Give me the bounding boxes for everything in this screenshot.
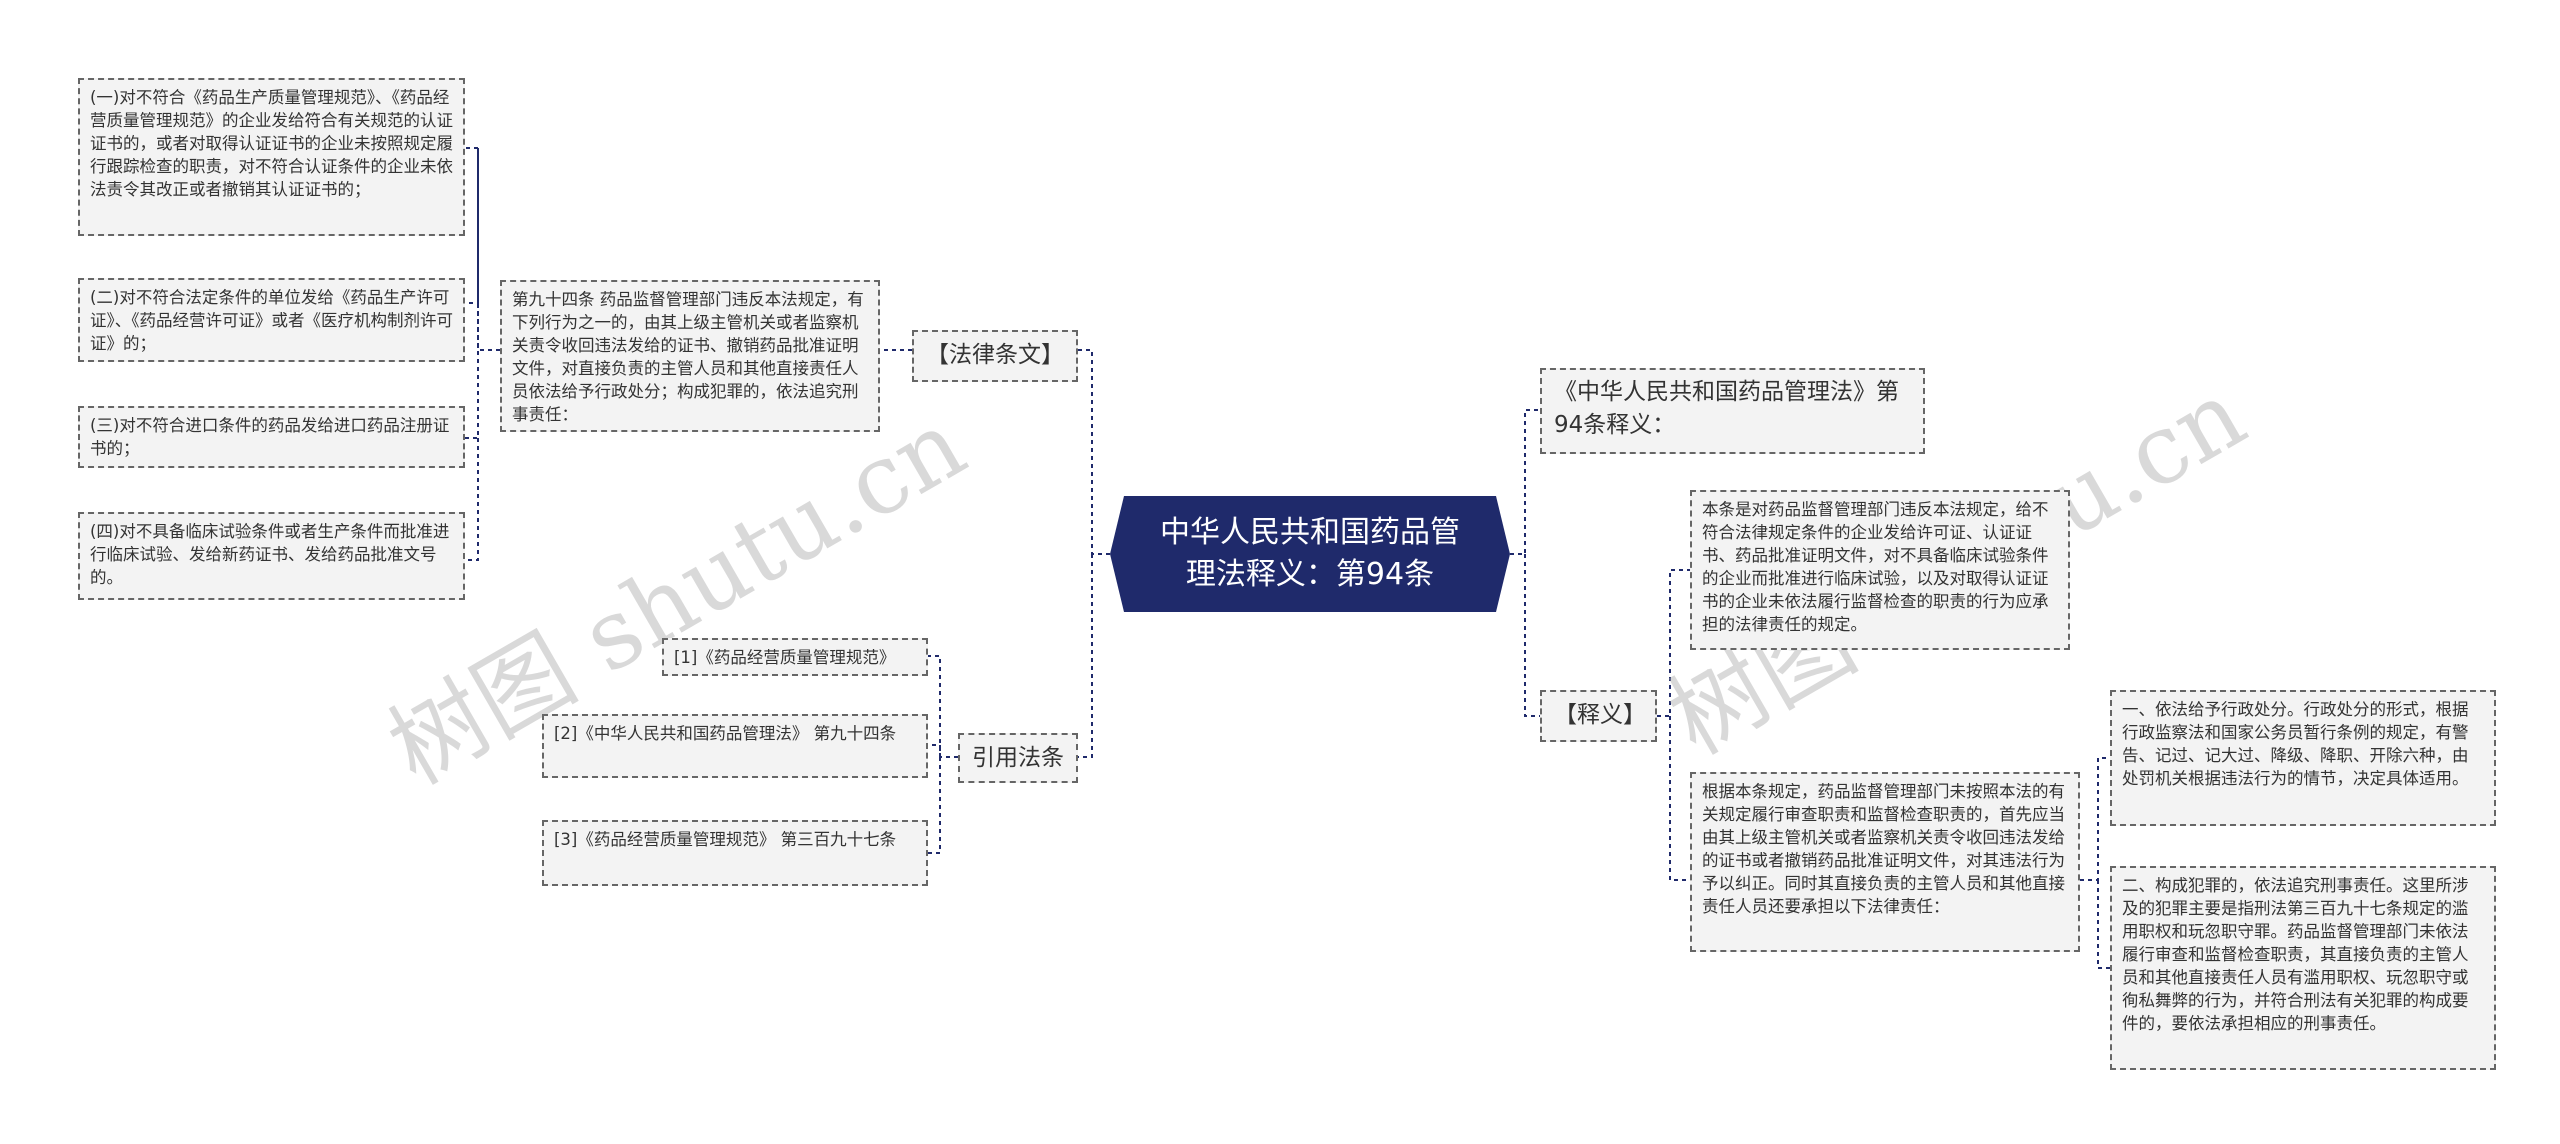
citation-item-1[interactable]: [1]《药品经营质量管理规范》 (662, 638, 928, 676)
citation-item-3-text: [3]《药品经营质量管理规范》 第三百九十七条 (554, 830, 897, 849)
law-item-2[interactable]: (二)对不符合法定条件的单位发给《药品生产许可证》、《药品经营许可证》或者《医疗… (78, 278, 465, 362)
law-item-3[interactable]: (三)对不符合进口条件的药品发给进口药品注册证书的； (78, 406, 465, 468)
citation-branch[interactable]: 引用法条 (958, 733, 1078, 783)
article-94-node[interactable]: 第九十四条 药品监督管理部门违反本法规定，有下列行为之一的，由其上级主管机关或者… (500, 280, 880, 432)
law-text-branch[interactable]: 【法律条文】 (912, 330, 1078, 382)
interpretation-detail[interactable]: 根据本条规定，药品监督管理部门未按照本法的有关规定履行审查职责和监督检查职责的，… (1690, 772, 2080, 952)
root-title: 中华人民共和国药品管理法释义：第94条 (1160, 515, 1460, 592)
law-text-branch-label: 【法律条文】 (926, 342, 1064, 368)
liability-item-1[interactable]: 一、依法给予行政处分。行政处分的形式，根据行政监察法和国家公务员暂行条例的规定，… (2110, 690, 2496, 826)
interpretation-heading[interactable]: 《中华人民共和国药品管理法》第94条释义： (1540, 368, 1925, 454)
law-item-1-text: (一)对不符合《药品生产质量管理规范》、《药品经营质量管理规范》的企业发给符合有… (90, 88, 453, 199)
citation-branch-label: 引用法条 (972, 745, 1064, 771)
interpretation-branch[interactable]: 【释义】 (1540, 690, 1657, 742)
interpretation-heading-text: 《中华人民共和国药品管理法》第94条释义： (1554, 379, 1899, 438)
citation-item-2-text: [2]《中华人民共和国药品管理法》 第九十四条 (554, 724, 897, 743)
interpretation-branch-label: 【释义】 (1554, 702, 1646, 728)
law-item-1[interactable]: (一)对不符合《药品生产质量管理规范》、《药品经营质量管理规范》的企业发给符合有… (78, 78, 465, 236)
law-item-2-text: (二)对不符合法定条件的单位发给《药品生产许可证》、《药品经营许可证》或者《医疗… (90, 288, 453, 353)
liability-item-2-text: 二、构成犯罪的，依法追究刑事责任。这里所涉及的犯罪主要是指刑法第三百九十七条规定… (2122, 876, 2469, 1033)
law-item-4-text: (四)对不具备临床试验条件或者生产条件而批准进行临床试验、发给新药证书、发给药品… (90, 522, 450, 587)
interpretation-summary[interactable]: 本条是对药品监督管理部门违反本法规定，给不符合法律规定条件的企业发给许可证、认证… (1690, 490, 2070, 650)
liability-item-2[interactable]: 二、构成犯罪的，依法追究刑事责任。这里所涉及的犯罪主要是指刑法第三百九十七条规定… (2110, 866, 2496, 1070)
root-hexagon-shape (1110, 496, 1510, 612)
article-94-text: 第九十四条 药品监督管理部门违反本法规定，有下列行为之一的，由其上级主管机关或者… (512, 290, 864, 424)
citation-item-1-text: [1]《药品经营质量管理规范》 (674, 648, 896, 667)
citation-item-3[interactable]: [3]《药品经营质量管理规范》 第三百九十七条 (542, 820, 928, 886)
root-node[interactable]: 中华人民共和国药品管理法释义：第94条 (1110, 496, 1510, 612)
interpretation-detail-text: 根据本条规定，药品监督管理部门未按照本法的有关规定履行审查职责和监督检查职责的，… (1702, 782, 2065, 916)
liability-item-1-text: 一、依法给予行政处分。行政处分的形式，根据行政监察法和国家公务员暂行条例的规定，… (2122, 700, 2469, 788)
citation-item-2[interactable]: [2]《中华人民共和国药品管理法》 第九十四条 (542, 714, 928, 778)
law-item-4[interactable]: (四)对不具备临床试验条件或者生产条件而批准进行临床试验、发给新药证书、发给药品… (78, 512, 465, 600)
interpretation-summary-text: 本条是对药品监督管理部门违反本法规定，给不符合法律规定条件的企业发给许可证、认证… (1702, 500, 2049, 634)
law-item-3-text: (三)对不符合进口条件的药品发给进口药品注册证书的； (90, 416, 450, 458)
